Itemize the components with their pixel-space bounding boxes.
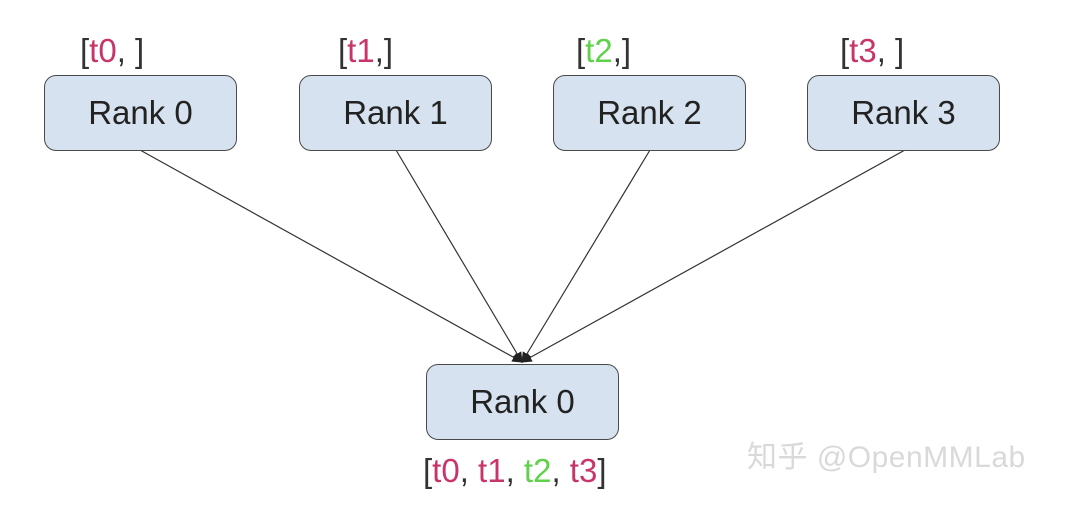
node-rank1: Rank 1 xyxy=(299,75,492,151)
result-bracket: [ xyxy=(423,452,433,489)
tensor-label: t3 xyxy=(849,32,877,69)
tag-bracket: ,] xyxy=(374,32,394,69)
edge-rank2-to-target xyxy=(521,149,651,364)
node-label: Rank 0 xyxy=(88,94,193,131)
node-rank3: Rank 3 xyxy=(807,75,1000,151)
watermark: 知乎 @OpenMMLab xyxy=(747,441,1026,474)
tag-bracket: , ] xyxy=(876,32,905,69)
result-item: t0 xyxy=(432,452,460,489)
node-rank2: Rank 2 xyxy=(553,75,746,151)
edge-rank3-to-target xyxy=(520,149,906,363)
tensor-label: t1 xyxy=(347,32,375,69)
tag-bracket: [ xyxy=(840,32,850,69)
gathered-result: [t0, t1, t2, t3] xyxy=(423,452,607,490)
tag-bracket: , ] xyxy=(116,32,145,69)
result-separator: , xyxy=(459,452,479,489)
tag-bracket: [ xyxy=(80,32,90,69)
tensor-label: t2 xyxy=(585,32,613,69)
edge-rank1-to-target xyxy=(395,149,523,364)
result-separator: , xyxy=(505,452,524,489)
rank2-tensor-tag: [t2,] xyxy=(576,32,631,70)
result-bracket: ] xyxy=(597,452,607,489)
node-label: Rank 0 xyxy=(470,383,575,420)
tag-bracket: [ xyxy=(338,32,348,69)
result-separator: , xyxy=(551,452,570,489)
result-item: t2 xyxy=(523,452,552,489)
node-label: Rank 3 xyxy=(851,94,956,131)
rank3-tensor-tag: [t3, ] xyxy=(840,32,904,70)
node-label: Rank 1 xyxy=(343,94,448,131)
result-item: t3 xyxy=(569,452,598,489)
tag-bracket: ,] xyxy=(612,32,632,69)
rank1-tensor-tag: [t1,] xyxy=(338,32,393,70)
tensor-label: t0 xyxy=(89,32,117,69)
rank0-tensor-tag: [t0, ] xyxy=(80,32,144,70)
node-target-rank0: Rank 0 xyxy=(426,364,619,440)
tag-bracket: [ xyxy=(576,32,586,69)
node-label: Rank 2 xyxy=(597,94,702,131)
node-rank0: Rank 0 xyxy=(44,75,237,151)
result-item: t1 xyxy=(478,452,506,489)
edge-rank0-to-target xyxy=(139,149,524,363)
